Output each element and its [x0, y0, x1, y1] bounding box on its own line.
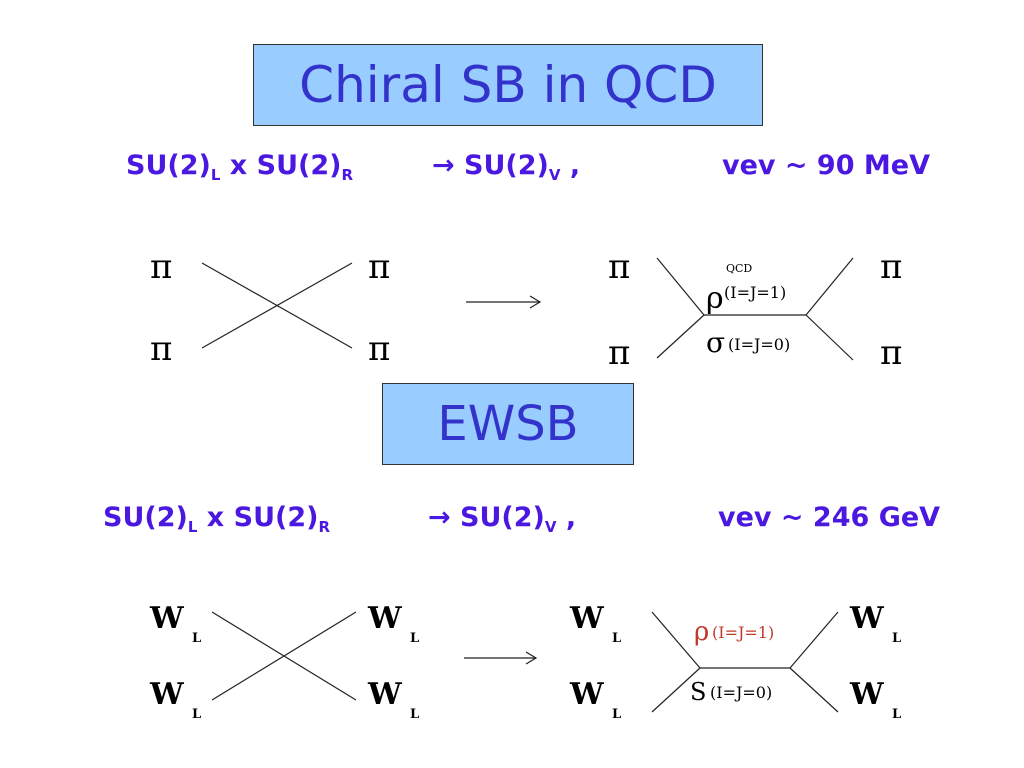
qcd-symmetry-result: → SU(2)V , — [432, 150, 580, 184]
w-subscript: L — [892, 707, 901, 722]
ewsb-vev: vev ~ 246 GeV — [718, 502, 941, 533]
pi-label: π — [880, 247, 902, 287]
times: x — [197, 502, 234, 533]
qcd-arrow-icon — [466, 295, 542, 309]
w-subscript: L — [612, 631, 621, 646]
su2-r: SU(2) — [233, 502, 319, 533]
rho-quantum-numbers: (I=J=1) — [724, 283, 786, 302]
arrow-su2-v: → SU(2) — [428, 502, 545, 533]
ewsb-resonance-diagram: W L W L W L W L ρ (I=J=1) S (I=J=0) — [569, 601, 901, 722]
propagator-line — [805, 314, 854, 361]
propagator-line — [789, 611, 839, 669]
qcd-resonance-diagram: π π π π ρ QCD (I=J=1) σ (I=J=0) — [608, 247, 902, 373]
w-label: W — [149, 601, 185, 636]
su2-r: SU(2) — [256, 150, 342, 181]
sub-r: R — [318, 518, 331, 536]
qcd-vev: vev ~ 90 MeV — [722, 150, 930, 181]
sub-l: L — [210, 166, 221, 184]
rho-label: ρ — [694, 617, 709, 647]
sub-l: L — [187, 518, 198, 536]
propagator-line — [805, 257, 854, 316]
qcd-title-box: Chiral SB in QCD — [253, 44, 763, 126]
su2-l: SU(2) — [126, 150, 211, 181]
w-label: W — [149, 677, 185, 712]
w-label: W — [569, 677, 605, 712]
w-subscript: L — [410, 707, 419, 722]
w-subscript: L — [192, 707, 201, 722]
qcd-title: Chiral SB in QCD — [299, 56, 717, 114]
w-subscript: L — [892, 631, 901, 646]
sub-r: R — [341, 166, 354, 184]
su2-l: SU(2) — [103, 502, 188, 533]
rho-quantum-numbers: (I=J=1) — [712, 623, 774, 642]
rho-label: ρ — [706, 281, 724, 316]
propagator-line — [651, 667, 701, 713]
w-label: W — [367, 601, 403, 636]
comma: , — [556, 502, 577, 533]
s-quantum-numbers: (I=J=0) — [710, 683, 772, 702]
pi-label: π — [368, 329, 390, 369]
ewsb-title: EWSB — [437, 396, 579, 452]
times: x — [220, 150, 257, 181]
rho-superscript: QCD — [726, 262, 752, 275]
pi-label: π — [150, 329, 172, 369]
propagator-line — [656, 257, 705, 316]
pi-label: π — [150, 247, 172, 287]
s-label: S — [690, 678, 706, 706]
w-label: W — [849, 601, 885, 636]
w-subscript: L — [192, 631, 201, 646]
propagator-line — [201, 262, 353, 349]
pi-label: π — [608, 247, 630, 287]
ewsb-symmetry-result: → SU(2)V , — [428, 502, 576, 536]
sigma-quantum-numbers: (I=J=0) — [728, 335, 790, 354]
comma: , — [560, 150, 581, 181]
ewsb-arrow-icon — [464, 651, 538, 665]
ewsb-title-box: EWSB — [382, 383, 634, 465]
arrow-su2-v: → SU(2) — [432, 150, 549, 181]
pi-label: π — [880, 333, 902, 373]
pi-label: π — [368, 247, 390, 287]
propagator-line — [211, 611, 357, 701]
qcd-symmetry-equation: SU(2)L x SU(2)R — [126, 150, 353, 184]
ewsb-contact-diagram: W L W L W L W L — [149, 601, 419, 722]
pi-label: π — [608, 333, 630, 373]
w-label: W — [569, 601, 605, 636]
w-subscript: L — [410, 631, 419, 646]
ewsb-symmetry-equation: SU(2)L x SU(2)R — [103, 502, 330, 536]
sigma-label: σ — [706, 326, 725, 359]
propagator-line — [656, 314, 705, 359]
sub-v: V — [544, 518, 557, 536]
propagator-line — [651, 611, 701, 669]
w-label: W — [367, 677, 403, 712]
sub-v: V — [548, 166, 561, 184]
propagator-line — [789, 667, 839, 713]
w-subscript: L — [612, 707, 621, 722]
qcd-contact-diagram: π π π π — [150, 247, 390, 369]
w-label: W — [849, 677, 885, 712]
